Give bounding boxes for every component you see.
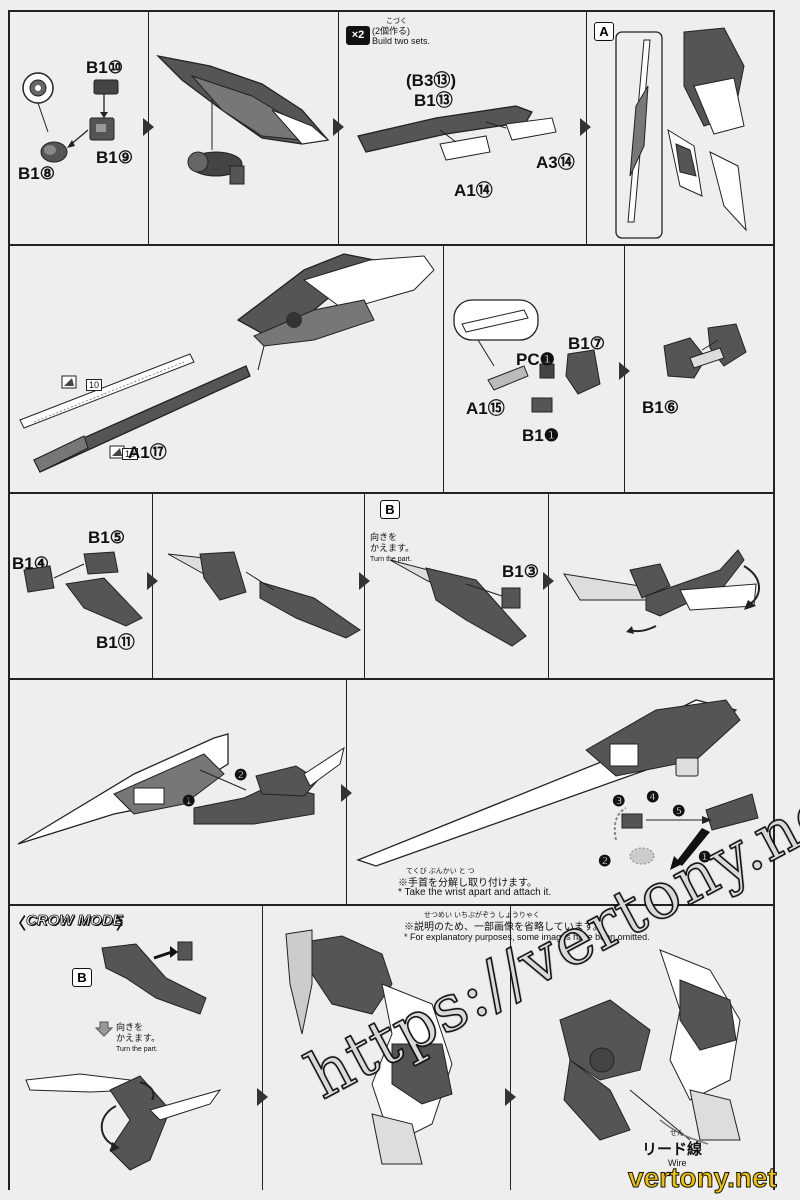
part-label: B1③ [502, 562, 539, 581]
part-assembly-illustration [615, 27, 747, 239]
part-assembly-illustration [17, 733, 345, 845]
part-label: B1⑦ [568, 334, 605, 353]
step-marker-a: A [594, 22, 614, 41]
wire-label-jp: リード線 [642, 1141, 703, 1158]
bracket-left-icon: 〈 [10, 916, 27, 933]
part-assembly-illustration [25, 1073, 222, 1171]
step-number: ❺ [672, 803, 686, 820]
part-label: (B3⑬) [406, 71, 457, 90]
ruby-text: てくび ぶんかい と つ [406, 868, 475, 875]
part-label: B1❶ [522, 426, 559, 445]
part-assembly-illustration [563, 549, 760, 634]
part-assembly-illustration [22, 72, 119, 163]
ruby-text: せつめい いちぶがぞう しょうりゃく [424, 912, 540, 919]
part-assembly-illustration [389, 559, 527, 647]
col-divider [262, 906, 263, 1190]
part-assembly-illustration [559, 949, 741, 1145]
omitted-note-en: * For explanatory purposes, some images … [404, 932, 650, 942]
step-number: ❶ [698, 849, 712, 866]
part-assembly-illustration [19, 253, 435, 473]
part-assembly-illustration [101, 941, 207, 1015]
step-arrow [580, 118, 591, 136]
omitted-note-jp: ※説明のため、一部画像を省略しています。 [404, 922, 603, 933]
part-label: B1⑪ [96, 633, 135, 652]
part-assembly-illustration [285, 929, 453, 1165]
frame-top [8, 10, 774, 12]
step-number: ❸ [612, 793, 626, 810]
step-arrow [143, 118, 154, 136]
step-marker-b: B [72, 968, 92, 987]
turn-part-jp: 向きを かえます。 [370, 532, 415, 553]
col-divider [510, 906, 511, 1190]
col-divider [443, 244, 444, 492]
step-arrow [333, 118, 344, 136]
frame-left [8, 10, 10, 1190]
row-divider-2 [8, 492, 774, 494]
crow-mode-header: 〈 CROW MODE 〉 [10, 908, 133, 933]
step-arrow [505, 1088, 516, 1106]
part-assembly-illustration [156, 54, 330, 185]
wire-label-en: Wire [668, 1158, 687, 1168]
part-assembly-illustration [357, 105, 557, 161]
down-arrow-icon [94, 1021, 114, 1037]
turn-part-en: Turn the part. [116, 1046, 158, 1053]
step-arrow [257, 1088, 268, 1106]
build-two-sets-en: Build two sets. [372, 36, 431, 46]
step-number: ❷ [598, 853, 612, 870]
step-arrow [543, 572, 554, 590]
ruby-text: せん [670, 1130, 684, 1137]
part-label: B1⑥ [642, 398, 679, 417]
part-label: B1⑧ [18, 164, 55, 183]
step-number: ❷ [234, 767, 248, 784]
gate-number-tag: 10 [86, 379, 103, 391]
row-divider-1 [8, 244, 774, 246]
bracket-right-icon: 〉 [116, 916, 133, 933]
step-marker-b: B [380, 500, 400, 519]
step-arrow [147, 572, 158, 590]
wrist-note-en: * Take the wrist apart and attach it. [398, 887, 552, 898]
part-label: A1⑰ [128, 443, 167, 462]
watermark-brand: vertony.net [628, 1162, 778, 1194]
ruby-text: こづく [386, 18, 407, 25]
part-label: B1⑬ [414, 91, 453, 110]
row-divider-3 [8, 678, 774, 680]
part-label: B1⑨ [96, 148, 133, 167]
step-arrow [341, 784, 352, 802]
part-assembly-illustration [167, 551, 361, 639]
crow-mode-title: CROW MODE [26, 912, 123, 930]
part-assembly-illustration [453, 299, 601, 413]
wrist-note-jp: ※手首を分解し取り付けます。 [398, 878, 537, 889]
part-label: B1⑩ [86, 58, 123, 77]
frame-right [773, 10, 775, 1190]
part-label: A3⑭ [536, 153, 575, 172]
build-two-sets-jp: (2個作る) [372, 26, 410, 36]
part-assembly-illustration [23, 551, 143, 627]
part-label: A1⑭ [454, 181, 493, 200]
step-number: ❶ [182, 793, 196, 810]
gate-number-tag: 10 [122, 448, 139, 460]
turn-part-en: Turn the part. [370, 556, 412, 563]
row-divider-4 [8, 904, 774, 906]
step-arrow [359, 572, 370, 590]
part-assembly-illustration [356, 699, 759, 870]
part-label: B1⑤ [88, 528, 125, 547]
part-label: PC❶ [516, 350, 555, 369]
step-arrow [619, 362, 630, 380]
step-number: ❹ [646, 789, 660, 806]
build-two-sets-icon: ×2 [346, 26, 370, 45]
turn-part-jp: 向きを かえます。 [116, 1022, 161, 1043]
part-assembly-illustration [663, 323, 747, 379]
part-label: A1⑮ [466, 399, 505, 418]
